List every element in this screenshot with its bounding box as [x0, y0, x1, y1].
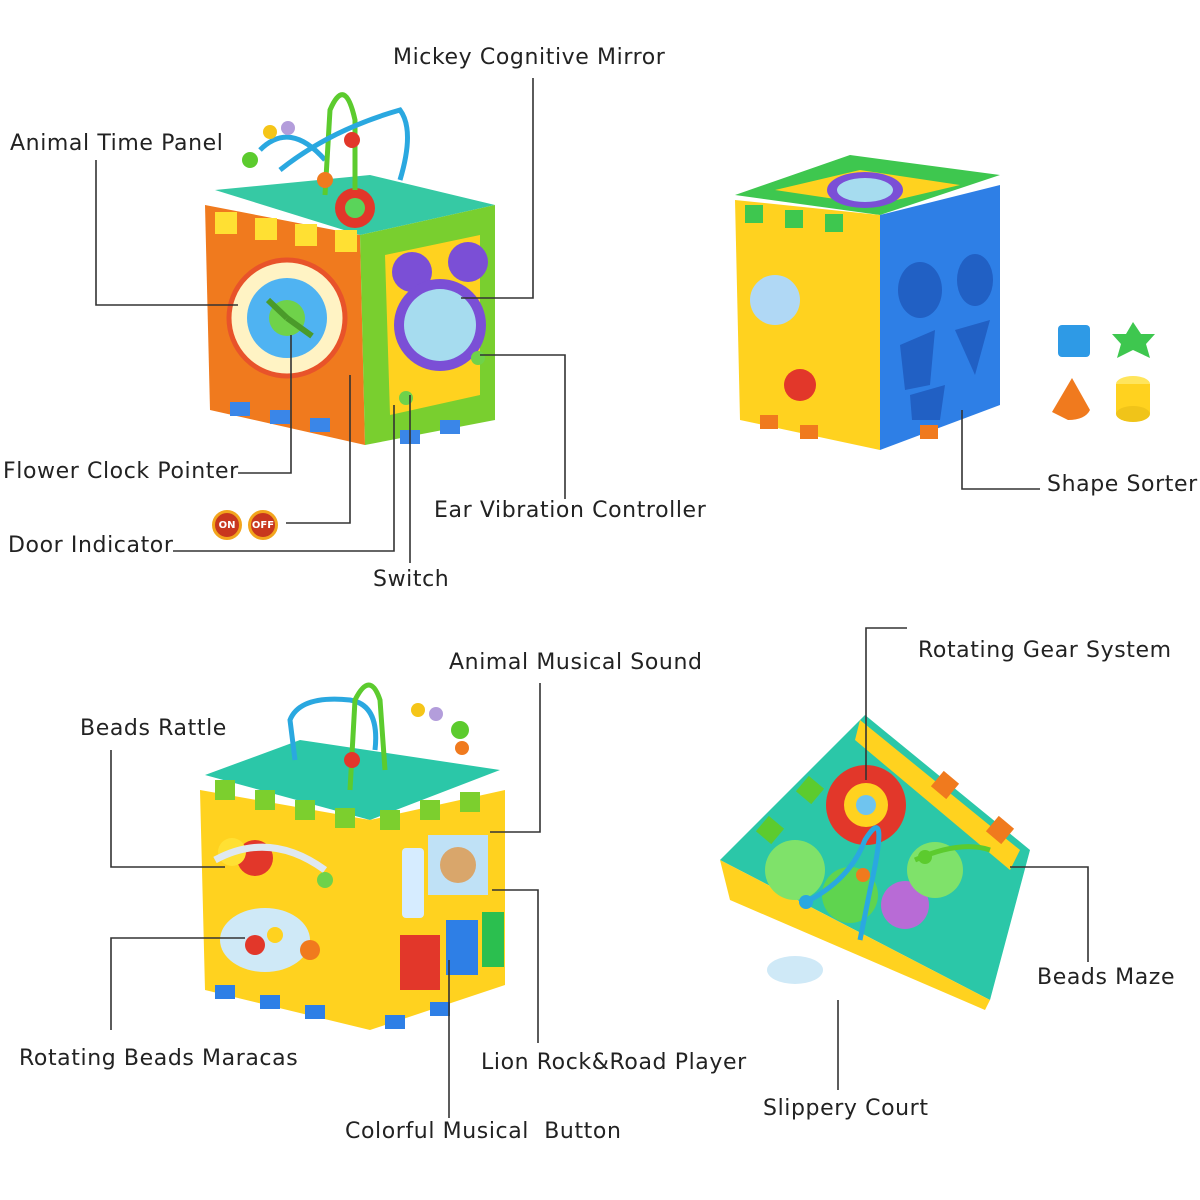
star-block-icon [1112, 322, 1155, 358]
ear-vibration-label: Ear Vibration Controller [434, 498, 707, 523]
switch-label: Switch [373, 567, 450, 592]
slippery-court-icon [767, 956, 823, 984]
colorful-button-label: Colorful Musical Button [345, 1119, 622, 1144]
slippery-court-label: Slippery Court [763, 1096, 929, 1121]
ear-vibration-button-icon [471, 351, 485, 365]
callout-lines [95, 78, 1089, 1118]
activity-cube-shape-sorter-view [735, 155, 1155, 450]
rotating-gear-label: Rotating Gear System [918, 638, 1172, 663]
animal-time-panel-label: Animal Time Panel [10, 131, 224, 156]
animal-musical-sound-label: Animal Musical Sound [449, 650, 703, 675]
square-block-icon [1058, 325, 1090, 357]
activity-cube-music-view [200, 682, 505, 1030]
rotating-beads-maracas-label: Rotating Beads Maracas [19, 1046, 299, 1071]
shape-sorter-label: Shape Sorter [1047, 472, 1198, 497]
triangle-block-icon [1052, 378, 1090, 420]
lion-player-label: Lion Rock&Road Player [481, 1050, 747, 1075]
beads-maze-label: Beads Maze [1037, 965, 1176, 990]
activity-cube-front-view [205, 92, 495, 445]
door-indicator-label: Door Indicator [8, 533, 174, 558]
flower-clock-pointer-label: Flower Clock Pointer [3, 459, 239, 484]
beads-rattle-label: Beads Rattle [80, 716, 227, 741]
animal-time-clock [226, 257, 348, 379]
door-indicator-on-icon: ON [212, 510, 242, 540]
mickey-mirror-label: Mickey Cognitive Mirror [393, 45, 666, 70]
mickey-mirror [392, 242, 488, 371]
switch-icon [399, 391, 413, 405]
activity-cube-top-view [720, 715, 1030, 1010]
door-indicator-off-icon: OFF [248, 510, 278, 540]
